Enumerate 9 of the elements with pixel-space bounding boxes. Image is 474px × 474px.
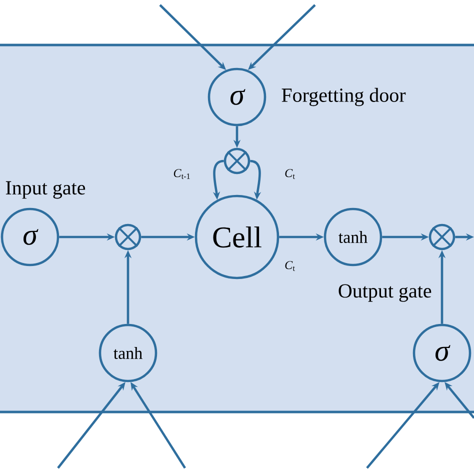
multiply-symbol xyxy=(114,224,142,250)
gate-label: Output gate xyxy=(338,284,432,302)
multiply-symbol xyxy=(428,224,456,250)
multiply-symbol xyxy=(224,148,250,174)
gate-label: Forgetting door xyxy=(282,88,406,106)
gate-label: Input gate xyxy=(6,181,86,199)
edge-label: C$_{t-1}$ xyxy=(174,169,190,179)
edge-label: C$_{t}$ xyxy=(285,261,295,271)
edge-label: C$_{t}$ xyxy=(285,169,295,179)
